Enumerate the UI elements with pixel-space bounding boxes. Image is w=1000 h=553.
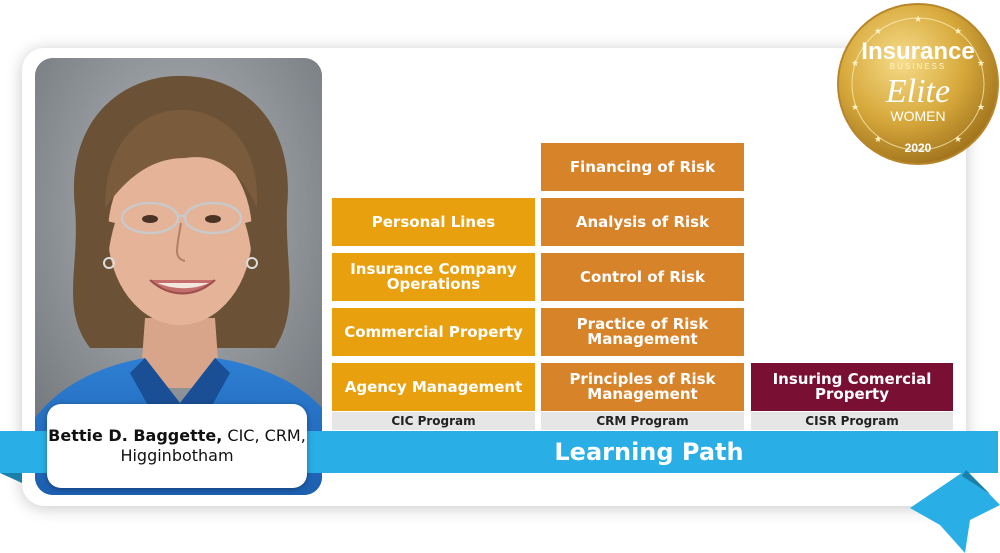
learning-path-title: Learning Path <box>554 438 744 466</box>
crm-program-label: CRM Program <box>541 412 744 430</box>
badge-year: 2020 <box>905 141 932 155</box>
course-commercial-property: Commercial Property <box>332 308 535 356</box>
badge-script: Elite <box>885 73 950 110</box>
svg-text:★: ★ <box>954 135 962 145</box>
course-personal-lines: Personal Lines <box>332 198 535 246</box>
person-credentials: CIC, CRM, <box>227 426 306 445</box>
name-line: Bettie D. Baggette, CIC, CRM, <box>48 426 306 446</box>
svg-text:★: ★ <box>977 59 985 69</box>
course-financing-of-risk: Financing of Risk <box>541 143 744 191</box>
badge-brand: Insurance <box>861 38 974 65</box>
ribbon-tail-icon <box>910 470 1000 553</box>
course-agency-management: Agency Management <box>332 363 535 411</box>
person-company: Higginbotham <box>120 446 234 465</box>
course-insuring-comercial-property: Insuring Comercial Property <box>751 363 953 411</box>
name-plate: Bettie D. Baggette, CIC, CRM, Higginboth… <box>47 404 307 488</box>
svg-text:★: ★ <box>851 103 859 113</box>
svg-text:★: ★ <box>874 135 882 145</box>
badge-sub: BUSINESS <box>890 62 946 71</box>
course-insurance-company-operations: Insurance Company Operations <box>332 253 535 301</box>
cic-program-label: CIC Program <box>332 412 535 430</box>
course-control-of-risk: Control of Risk <box>541 253 744 301</box>
badge-category: WOMEN <box>890 108 945 124</box>
elite-women-badge: Insurance BUSINESS Elite WOMEN 2020 ★ ★ … <box>837 3 999 165</box>
svg-text:★: ★ <box>914 15 922 25</box>
svg-text:★: ★ <box>977 103 985 113</box>
course-analysis-of-risk: Analysis of Risk <box>541 198 744 246</box>
svg-text:★: ★ <box>851 59 859 69</box>
cisr-program-label: CISR Program <box>751 412 953 430</box>
course-principles-of-risk-management: Principles of Risk Management <box>541 363 744 411</box>
svg-text:★: ★ <box>954 27 962 37</box>
banner-fold <box>0 473 22 483</box>
person-name: Bettie D. Baggette, <box>48 426 223 445</box>
svg-text:★: ★ <box>874 27 882 37</box>
course-practice-of-risk-management: Practice of Risk Management <box>541 308 744 356</box>
